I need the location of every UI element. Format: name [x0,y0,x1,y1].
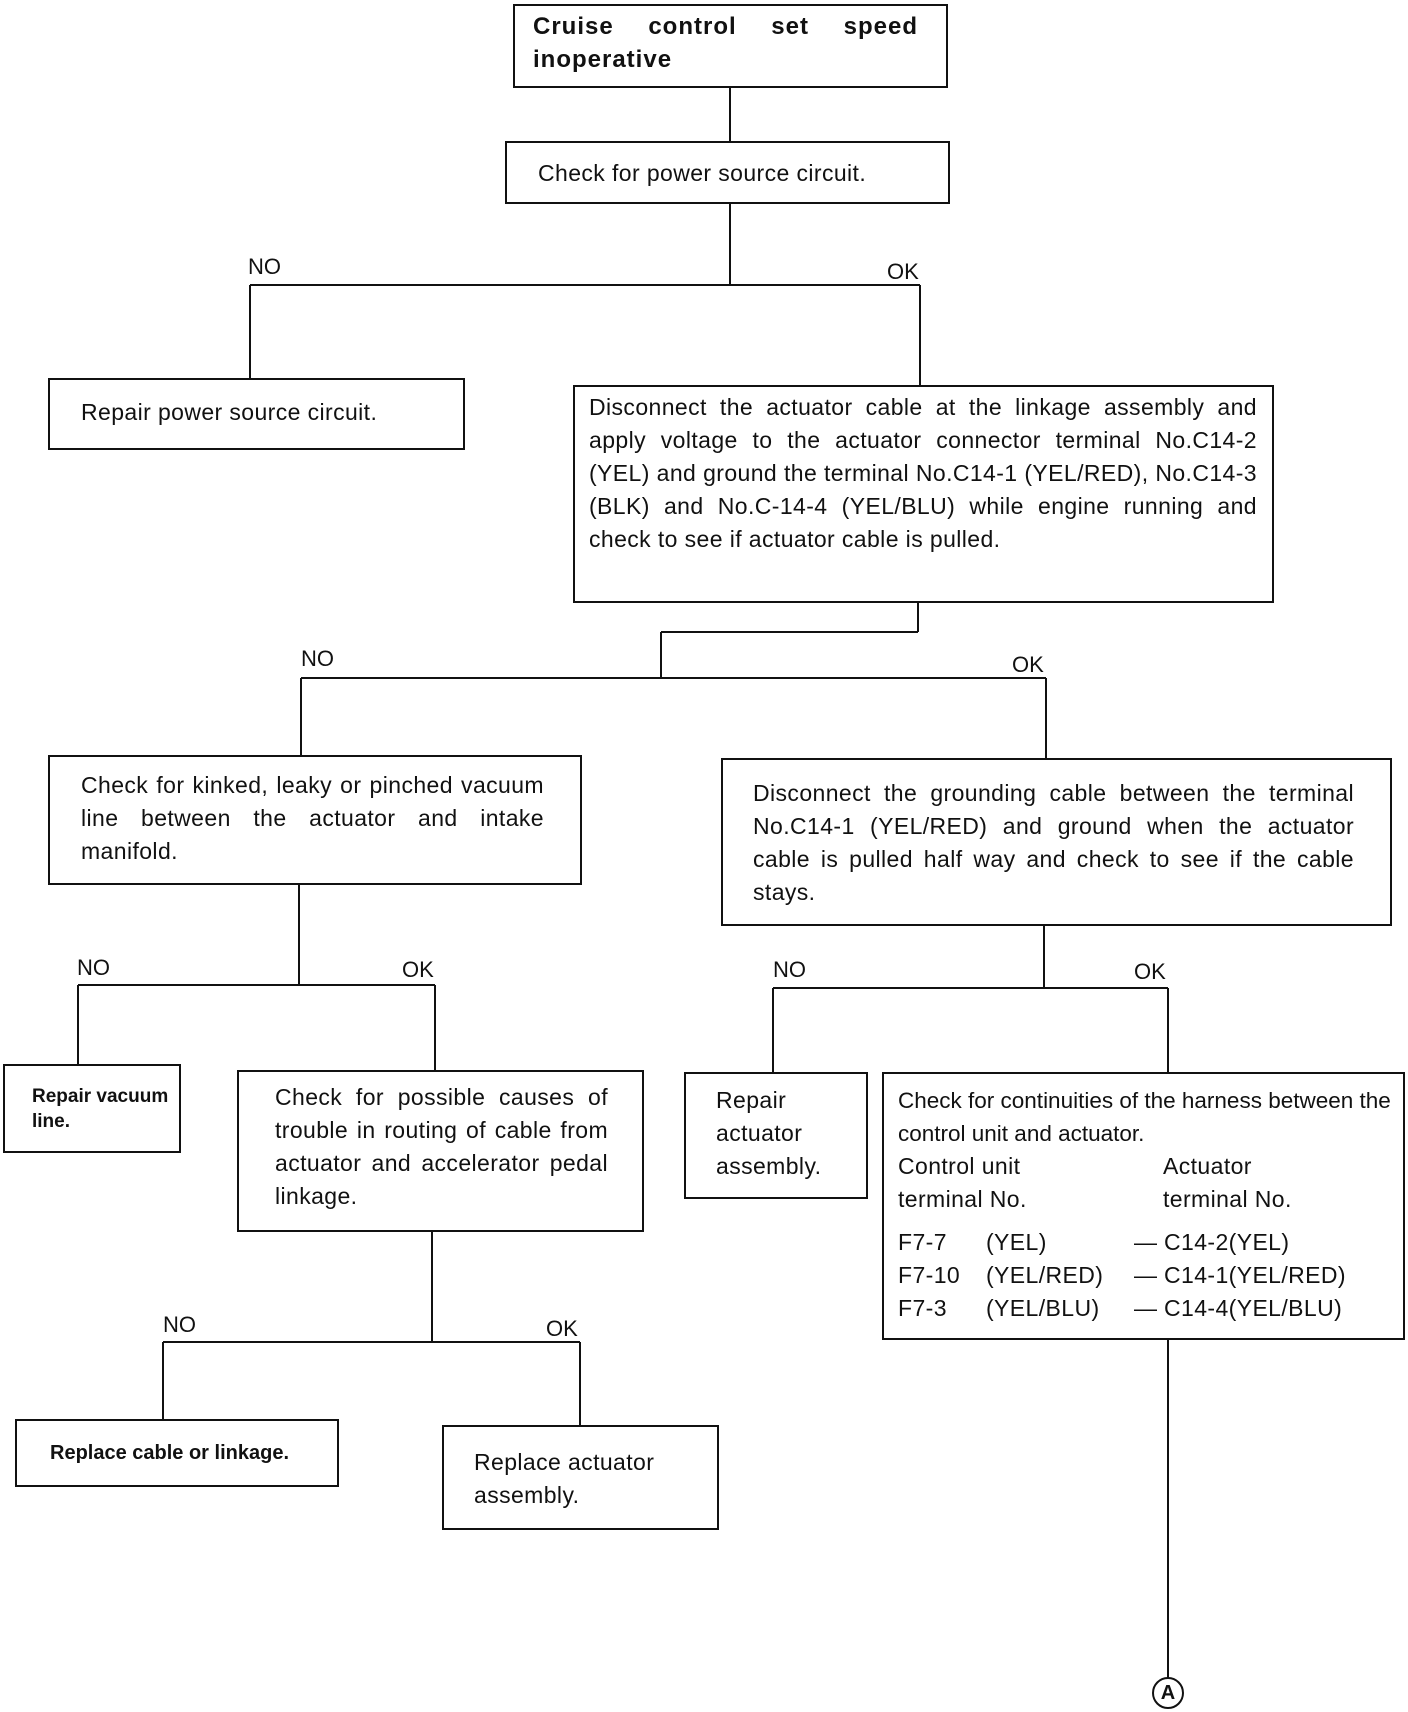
row-actuator-terminal: C14-4(YEL/BLU) [1164,1295,1343,1321]
continuity-box [882,1072,1405,1340]
label-ok-1: OK [887,259,919,284]
replace-cable-text: Replace cable or linkage. [50,1442,289,1464]
row-control-terminal: F7-7 [898,1229,947,1255]
label-ok-2: OK [1012,652,1044,677]
disconnect-ground-box [721,758,1392,926]
check-power-text: Check for power source circuit. [538,160,867,186]
replace-cable-box [15,1419,339,1487]
label-ok-3: OK [402,957,434,982]
repair-power-box [48,378,465,450]
label-no-1: NO [248,254,281,279]
col-actuator-header-1: Actuator [1163,1153,1252,1179]
repair-actuator-text: Repair actuator assembly. [716,1087,822,1179]
label-no-3: NO [77,955,110,980]
disconnect-actuator-box [573,385,1274,603]
start-text: Cruise control set speed inoperative [533,13,918,73]
row-dash: — [1134,1262,1158,1288]
connector-a: A [1152,1677,1184,1709]
check-vacuum-text: Check for kinked, leaky or pinched vacuu… [81,772,544,864]
row-dash: — [1134,1229,1158,1255]
start-box [513,4,948,88]
label-ok-5: OK [546,1316,578,1341]
check-routing-text: Check for possible causes of trouble in … [275,1084,608,1209]
continuity-row: F7-7 (YEL) — C14-2(YEL) [898,1226,1346,1259]
repair-power-text: Repair power source circuit. [81,399,378,425]
continuity-intro-text: Check for continuities of the harness be… [898,1088,1391,1146]
replace-actuator-box [442,1425,719,1530]
row-control-terminal: F7-10 [898,1262,961,1288]
continuity-table: Control unit Actuator terminal No. termi… [898,1150,1346,1325]
check-routing-box [237,1070,644,1232]
row-control-color: (YEL/BLU) [986,1295,1100,1321]
label-no-2: NO [301,646,334,671]
row-actuator-terminal: C14-1(YEL/RED) [1164,1262,1346,1288]
col-actuator-header-2: terminal No. [1163,1186,1292,1212]
row-actuator-terminal: C14-2(YEL) [1164,1229,1290,1255]
row-dash: — [1134,1295,1158,1321]
check-vacuum-box [48,755,582,885]
col-control-header-1: Control unit [898,1153,1021,1179]
repair-vacuum-text: Repair vacuum line. [32,1086,169,1132]
repair-vacuum-box [3,1064,181,1153]
label-no-5: NO [163,1312,196,1337]
row-control-color: (YEL/RED) [986,1262,1104,1288]
col-control-header-2: terminal No. [898,1186,1027,1212]
disconnect-actuator-text: Disconnect the actuator cable at the lin… [589,394,1257,552]
label-no-4: NO [773,957,806,982]
row-control-terminal: F7-3 [898,1295,947,1321]
continuity-row: F7-10 (YEL/RED) — C14-1(YEL/RED) [898,1259,1346,1292]
disconnect-ground-text: Disconnect the grounding cable between t… [753,780,1354,905]
replace-actuator-text: Replace actuator assembly. [474,1449,655,1508]
check-power-box [505,141,950,204]
label-ok-4: OK [1134,959,1166,984]
continuity-row: F7-3 (YEL/BLU) — C14-4(YEL/BLU) [898,1292,1346,1325]
repair-actuator-box [684,1072,868,1199]
row-control-color: (YEL) [986,1229,1047,1255]
